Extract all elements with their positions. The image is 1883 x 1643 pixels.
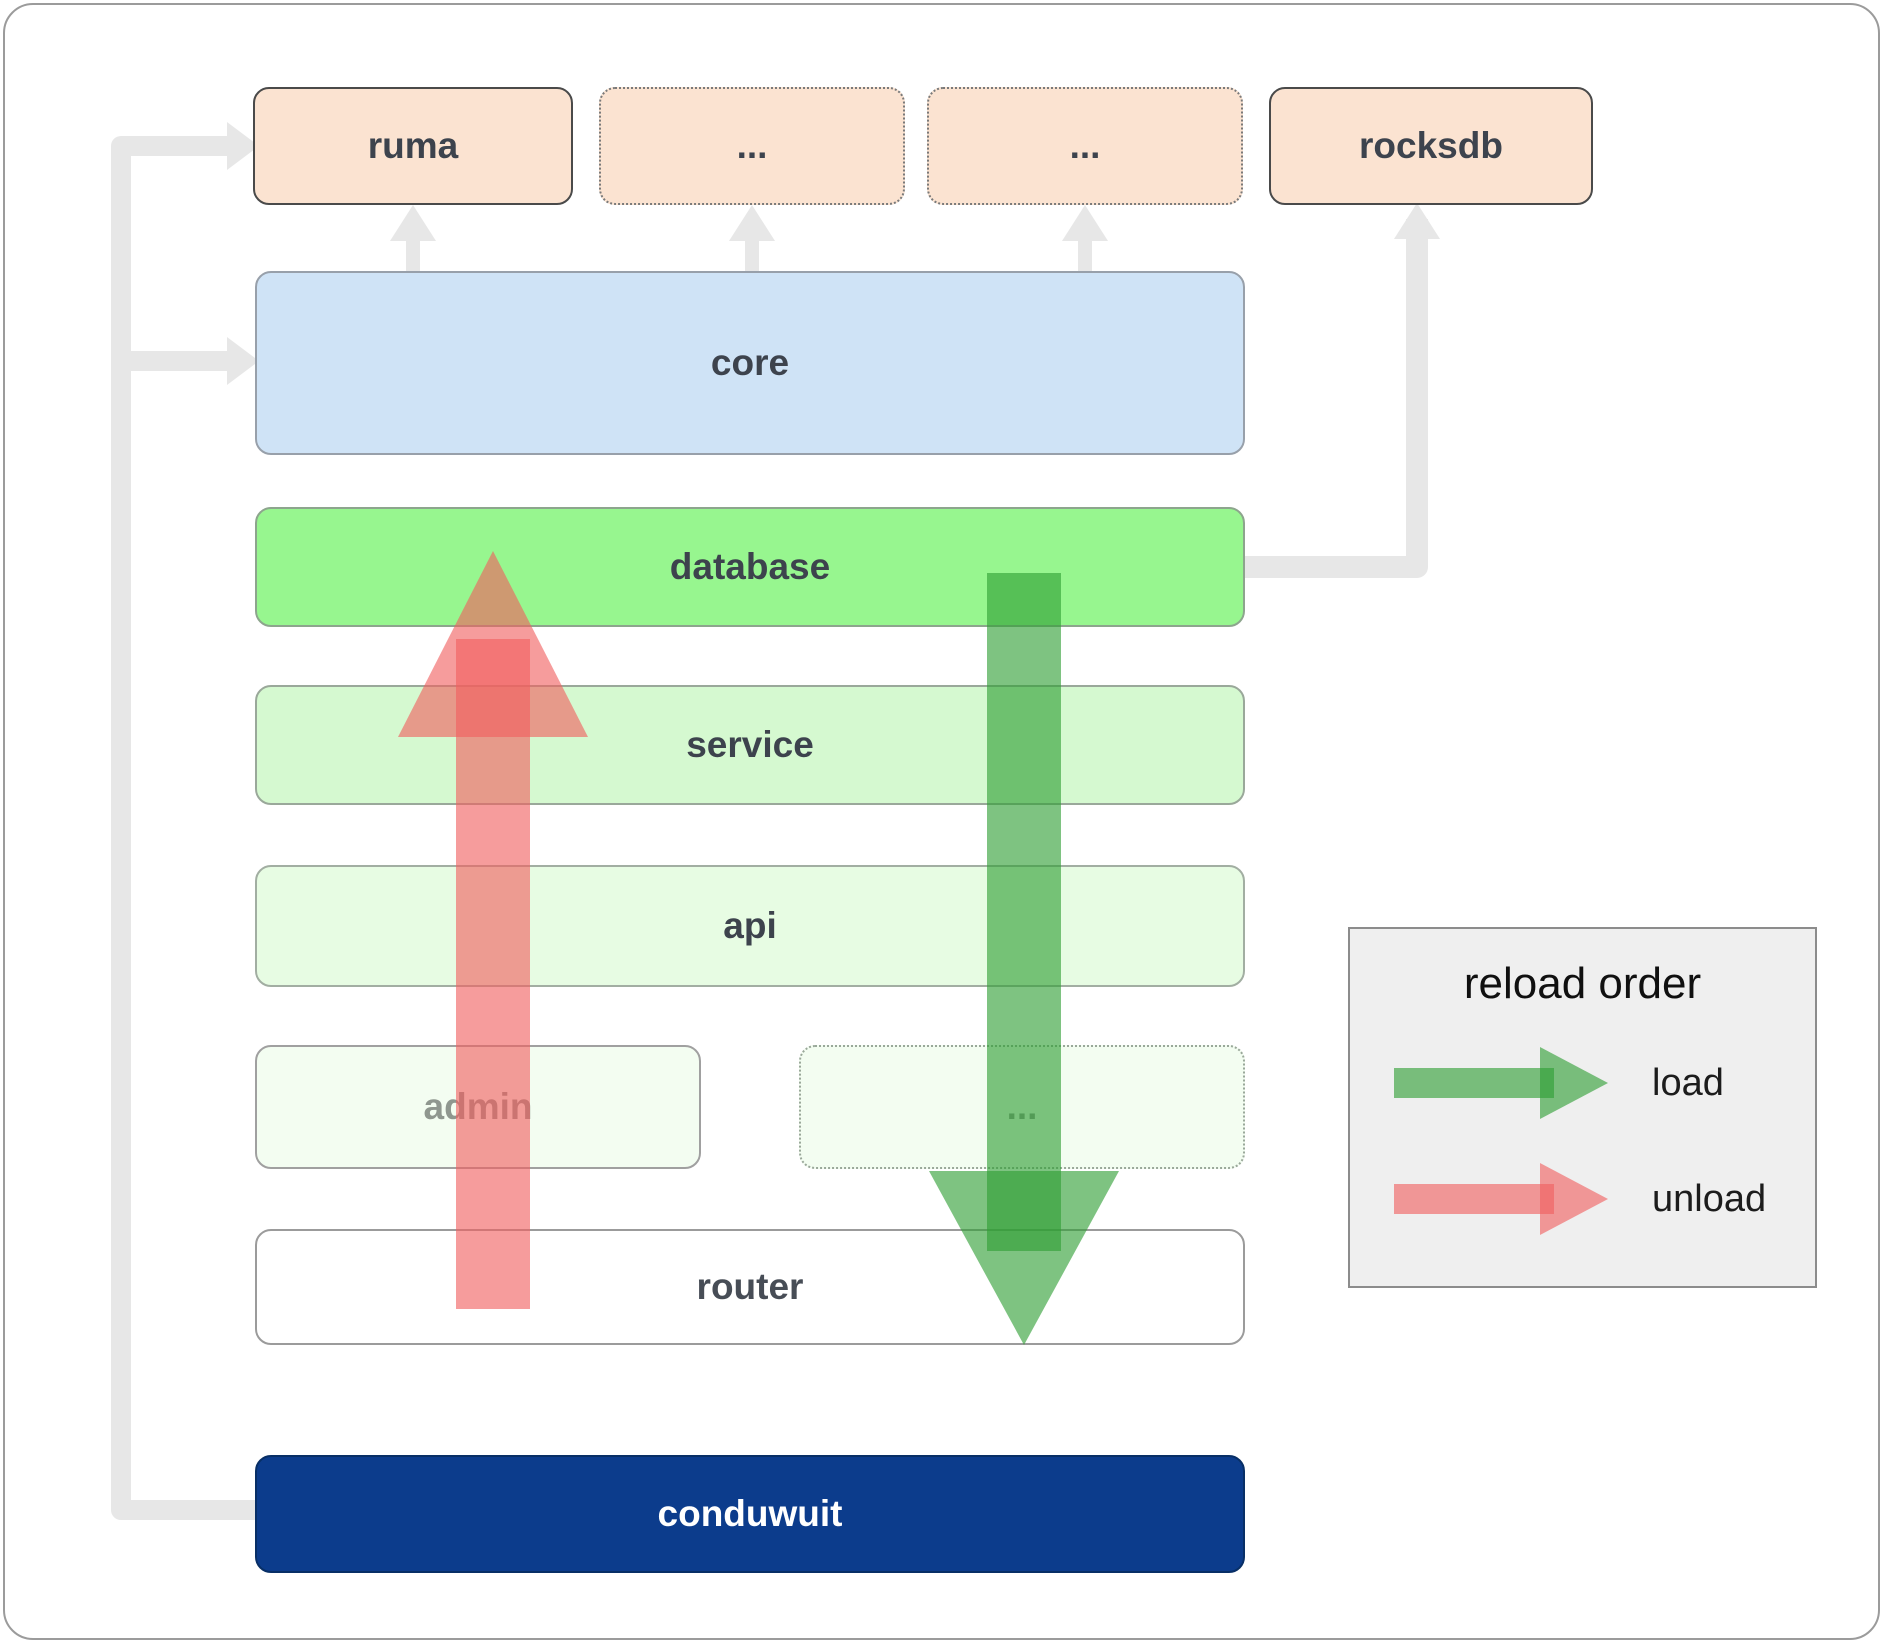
- node-ellipsis-top-2-label: ...: [1069, 125, 1101, 166]
- node-ruma-label: ruma: [367, 125, 459, 166]
- load-arrow-icon: [1394, 1047, 1608, 1119]
- node-api-label: api: [723, 905, 777, 946]
- legend-item-unload: unload: [1394, 1157, 1766, 1241]
- unload-arrow-icon: [1394, 1163, 1608, 1235]
- node-api: api: [255, 865, 1245, 987]
- node-ellipsis-top-2: ...: [927, 87, 1243, 205]
- node-ellipsis-top-1-label: ...: [736, 125, 768, 166]
- node-ellipsis-top-1: ...: [599, 87, 905, 205]
- flow-layer: [398, 551, 1119, 1345]
- edge-core-ellipsis-2: [1062, 205, 1108, 273]
- node-rocksdb: rocksdb: [1269, 87, 1593, 205]
- node-conduwuit: conduwuit: [255, 1455, 1245, 1573]
- edge-core-ruma: [390, 205, 436, 273]
- node-router: router: [255, 1229, 1245, 1345]
- legend-item-load: load: [1394, 1041, 1724, 1125]
- diagram-frame: ruma ... ... rocksdb core database servi…: [3, 3, 1880, 1640]
- node-admin-label: admin: [423, 1086, 533, 1127]
- edge-database-rocksdb: [1245, 203, 1440, 578]
- node-router-label: router: [696, 1266, 804, 1307]
- node-service-label: service: [686, 724, 814, 765]
- node-database: database: [255, 507, 1245, 627]
- legend-title: reload order: [1463, 959, 1702, 1008]
- connector-layer: [111, 122, 1440, 1520]
- legend: reload order load unload: [1348, 927, 1817, 1288]
- node-ellipsis-mid: ...: [799, 1045, 1245, 1169]
- legend-label-load: load: [1652, 1061, 1724, 1104]
- node-core-label: core: [710, 342, 790, 383]
- node-core: core: [255, 271, 1245, 455]
- edge-conduwuit-trunk: [111, 122, 259, 1520]
- node-service: service: [255, 685, 1245, 805]
- node-database-label: database: [669, 546, 831, 587]
- node-ruma: ruma: [253, 87, 573, 205]
- node-rocksdb-label: rocksdb: [1359, 125, 1503, 166]
- node-ellipsis-mid-label: ...: [1006, 1086, 1038, 1127]
- edge-core-ellipsis-1: [729, 205, 775, 273]
- node-conduwuit-label: conduwuit: [657, 1493, 843, 1534]
- node-admin: admin: [255, 1045, 701, 1169]
- legend-label-unload: unload: [1652, 1177, 1767, 1220]
